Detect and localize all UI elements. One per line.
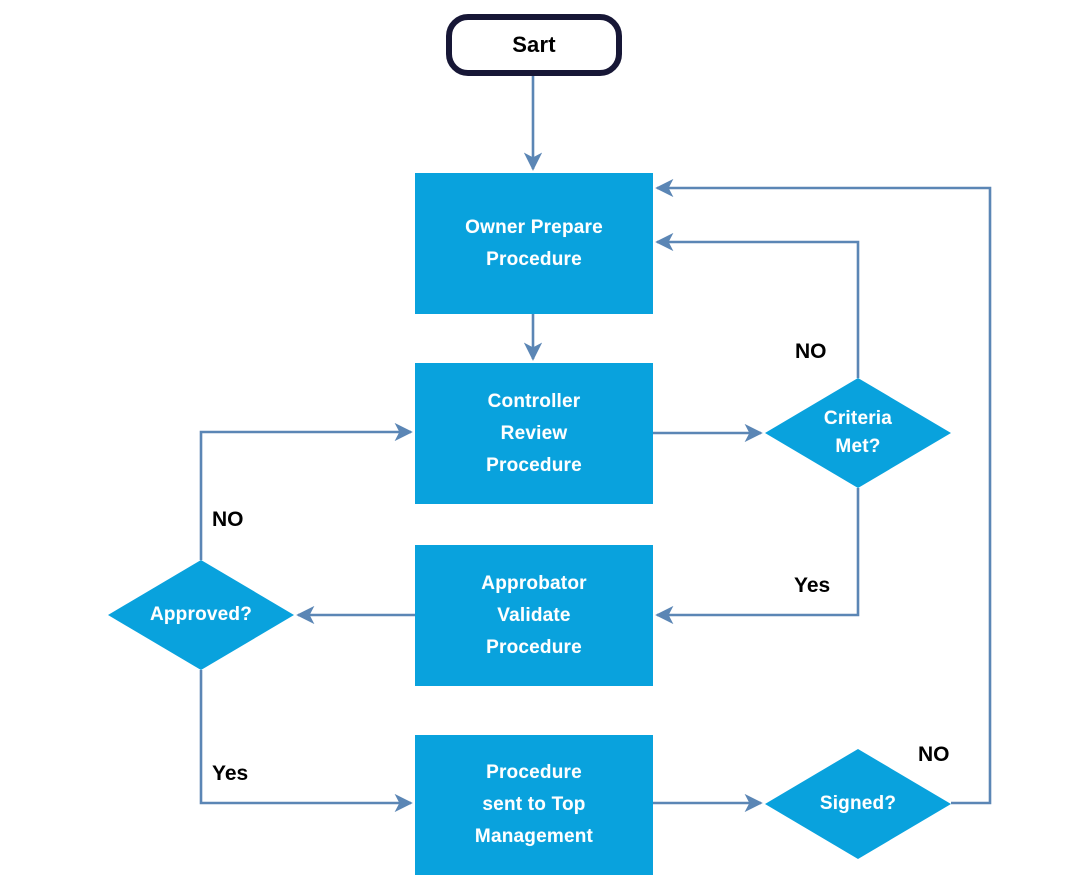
node-signed-label: Signed? [819,793,897,814]
diamond-shape-icon [765,749,951,859]
node-procedure-sent-to-top-management[interactable]: Procedure sent to Top Management [415,735,653,875]
node-signed[interactable]: Signed? [765,749,951,859]
node-procedure-sent-to-top-management-label: Procedure sent to Top Management [474,762,594,847]
edge-label-criteria-yes: Yes [794,574,831,597]
edge-label-approved-no: NO [212,508,244,531]
node-criteria-met-label: Criteria Met? [823,408,893,457]
node-owner-prepare-procedure-label: Owner Prepare Procedure [465,216,603,270]
diamond-shape-icon [108,560,294,670]
node-controller-review-procedure-label: Controller Review Procedure [486,390,582,476]
edge-label-criteria-no: NO [795,340,827,363]
diamond-shape-icon [765,378,951,488]
edge-approved-no-to-controller [199,422,413,560]
edge-criteria-no-to-owner [655,232,860,378]
node-approbator-validate-procedure-label: Approbator Validate Procedure [481,572,587,658]
edge-approved-yes-to-sent [199,670,413,813]
node-controller-review-procedure[interactable]: Controller Review Procedure [415,363,653,504]
node-approved[interactable]: Approved? [108,560,294,670]
node-approbator-validate-procedure[interactable]: Approbator Validate Procedure [415,545,653,686]
edge-signed-no-to-owner [655,178,992,805]
node-owner-prepare-procedure[interactable]: Owner Prepare Procedure [415,173,653,314]
edge-label-approved-yes: Yes [212,762,249,785]
edge-criteria-yes-to-approbator [655,488,860,625]
node-criteria-met[interactable]: Criteria Met? [765,378,951,488]
node-approved-label: Approved? [149,604,253,625]
node-start[interactable]: Sart [446,14,622,76]
edge-label-signed-no: NO [918,743,950,766]
node-start-label: Sart [512,32,556,57]
